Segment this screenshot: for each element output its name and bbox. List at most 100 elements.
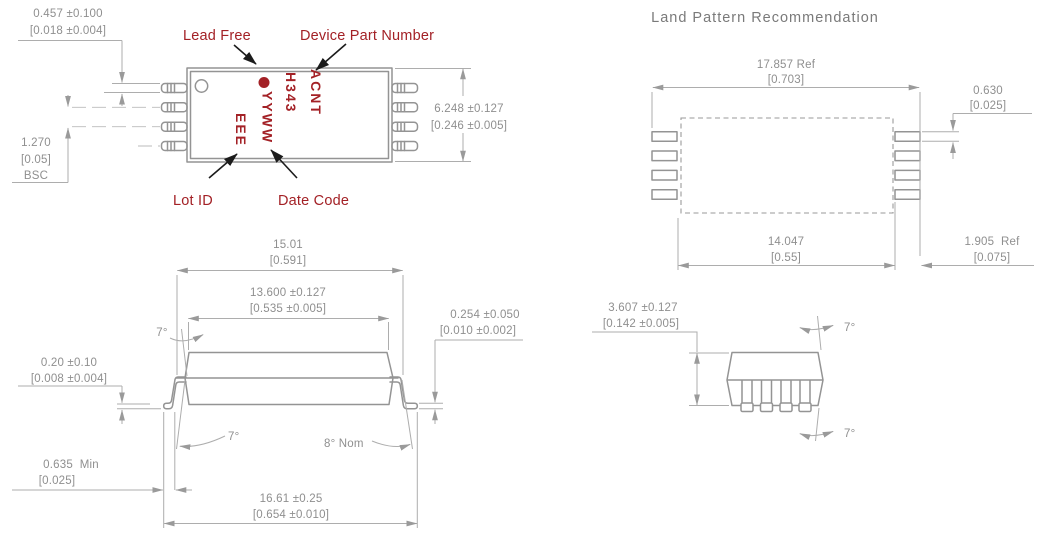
right-lead [389, 376, 419, 410]
dim-pin-pitch: 1.270 [0.05] BSC [12, 95, 160, 183]
dim-pitch-mm: 1.270 [21, 137, 51, 149]
dim-overall-in: [0.703] [768, 74, 805, 86]
dim-body-width: 6.248 ±0.127 [0.246 ±0.005] [395, 68, 507, 162]
lead [798, 379, 812, 413]
lead [779, 379, 793, 413]
angle-lead-left: 7° [176, 379, 239, 451]
angle-body-draft-top: 7° [156, 327, 204, 377]
lead-free-dot [258, 77, 270, 88]
dim-pad-width-mm: 1.905 Ref [964, 236, 1020, 248]
end-view-leads [740, 379, 812, 413]
land-pads-left [651, 130, 678, 201]
package-outline-dashed [680, 117, 894, 214]
dim-foot-length-mm: 0.635 Min [43, 459, 99, 471]
dim-pitch-in: [0.05] [21, 154, 51, 166]
dim-land-inner-span: 14.047 [0.55] [677, 202, 896, 270]
lead-free-arrow [233, 44, 257, 65]
pin [160, 121, 188, 132]
leader-line [592, 331, 698, 352]
land-pad [894, 130, 921, 143]
end-view: 3.607 ±0.127 [0.142 ±0.005] 7° 7° [592, 302, 855, 442]
angle-end-draft-top: 7° [799, 315, 855, 351]
dim-pin-width-mm: 0.457 ±0.100 [33, 8, 102, 20]
package-body-inner-outline [189, 70, 390, 160]
marking-part-number-line2: H343 [283, 72, 299, 113]
pin [160, 140, 188, 152]
extension-lines [176, 275, 404, 375]
land-pad [651, 169, 678, 181]
extension-lines [163, 412, 176, 515]
dim-overall-span-in: [0.654 ±0.010] [253, 509, 329, 521]
dim-body-width-in: [0.246 ±0.005] [431, 120, 507, 132]
dim-lead-thickness-mm: 0.254 ±0.050 [450, 309, 519, 321]
extension-lines [689, 352, 729, 406]
angle-reference-line [401, 379, 413, 450]
dim-land-overall-span: 17.857 Ref [0.703] [651, 59, 921, 256]
pin1-indicator-circle [194, 79, 209, 93]
extension-lines [395, 68, 471, 162]
dim-inner-span-in: [0.55] [771, 252, 801, 264]
land-pad [894, 150, 921, 162]
pin-center-lines [72, 106, 160, 147]
package-markings: ACNT H343 YYWW EEE [233, 69, 324, 147]
marking-part-number-line1: ACNT [308, 69, 324, 116]
angle-reference-line [817, 315, 822, 351]
dim-body-height-in: [0.142 ±0.005] [603, 318, 679, 330]
land-pad [894, 188, 921, 201]
dim-inner-span-mm: 14.047 [768, 236, 804, 248]
angle-arc [799, 430, 834, 440]
dim-standoff: 0.20 ±0.10 [0.008 ±0.004] [18, 357, 161, 424]
dim-body-length-mm: 13.600 ±0.127 [250, 287, 326, 299]
marking-lot-id: EEE [233, 113, 249, 147]
extension-lines [104, 83, 160, 93]
lead [759, 379, 774, 413]
land-pattern-view: Land Pattern Recommendation 17.857 Ref [… [651, 10, 1034, 270]
left-pins [160, 82, 188, 152]
angle-end-bottom-label: 7° [844, 428, 855, 440]
extension-lines [117, 403, 161, 410]
land-pad [651, 188, 678, 201]
land-pad [651, 130, 678, 143]
left-lead [162, 376, 187, 410]
angle-end-draft-bottom: 7° [799, 407, 855, 442]
land-pad [651, 150, 678, 162]
angle-arc [371, 440, 411, 451]
label-date-code: Date Code [278, 193, 349, 209]
pin [160, 102, 188, 113]
device-part-number-arrow [315, 43, 347, 71]
dim-pin-width-in: [0.018 ±0.004] [30, 25, 106, 37]
side-body-outline [175, 351, 399, 406]
extension-lines [677, 202, 896, 270]
extension-lines [922, 131, 959, 142]
angle-right-label: 8° Nom [324, 438, 364, 450]
dim-pad-width-in: [0.075] [974, 252, 1011, 264]
lot-id-arrow [208, 153, 238, 179]
lead [740, 379, 754, 413]
dim-lead-thickness-in: [0.010 ±0.002] [440, 325, 516, 337]
pin [391, 140, 419, 152]
pin [391, 102, 419, 113]
dim-standoff-in: [0.008 ±0.004] [31, 373, 107, 385]
pin [391, 121, 419, 132]
dim-overall-mm: 17.857 Ref [757, 59, 816, 71]
land-pads-right [894, 130, 921, 201]
extension-lines [419, 402, 443, 410]
pin [160, 82, 188, 94]
marking-date-code: YYWW [260, 91, 276, 144]
extension-lines [651, 92, 921, 256]
marking-callouts: Lead Free Device Part Number Lot ID Date… [173, 28, 434, 209]
angle-reference-line [815, 407, 820, 442]
dim-pad-height-mm: 0.630 [973, 85, 1003, 97]
dim-body-length-in: [0.535 ±0.005] [250, 303, 326, 315]
date-code-arrow [270, 149, 298, 179]
dim-shoulder-in: [0.591] [270, 255, 307, 267]
dim-body-height: 3.607 ±0.127 [0.142 ±0.005] [592, 302, 729, 406]
land-pad [894, 169, 921, 181]
angle-arc [169, 334, 204, 343]
angle-arc [179, 435, 226, 451]
dim-body-length: 13.600 ±0.127 [0.535 ±0.005] [187, 287, 390, 350]
dim-foot-length-in: [0.025] [39, 475, 76, 487]
top-view: 0.457 ±0.100 [0.018 ±0.004] 1.270 [0.05]… [12, 8, 507, 209]
dim-standoff-mm: 0.20 ±0.10 [41, 357, 97, 369]
